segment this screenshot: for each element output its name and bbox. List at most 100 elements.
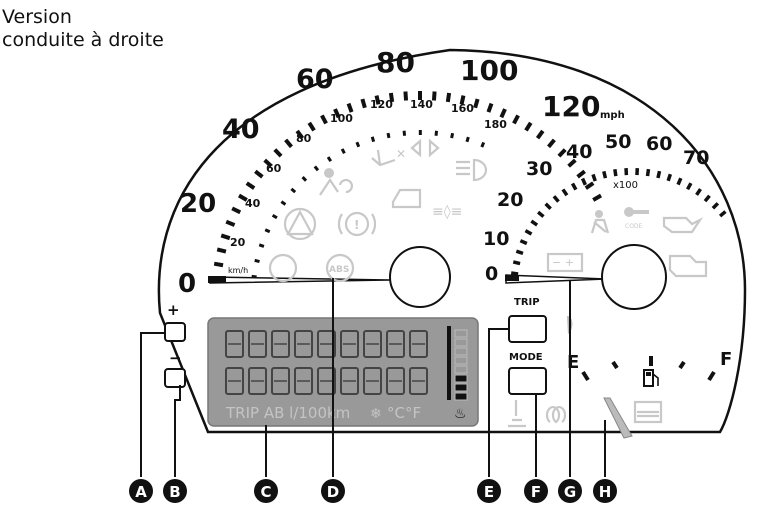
- svg-text:ABS: ABS: [329, 265, 349, 275]
- tacho-label-30: 30: [526, 158, 552, 180]
- tachometer-hub: [601, 244, 667, 310]
- tacho-tick: [515, 249, 524, 256]
- tacho-tick: [676, 177, 683, 186]
- tacho-tick: [686, 182, 693, 191]
- tacho-tick: [602, 170, 608, 179]
- lcd-digit-cell: [340, 367, 359, 395]
- svg-text:≡◊≡: ≡◊≡: [432, 204, 462, 220]
- lcd-digit-cell: [409, 367, 428, 395]
- mph-label-60: 60: [296, 64, 334, 95]
- tacho-tick: [711, 202, 720, 210]
- airbag-icon: [319, 168, 353, 196]
- minus-button[interactable]: [164, 368, 186, 388]
- lcd-digit-cell: [225, 367, 244, 395]
- tacho-label-70: 70: [683, 147, 709, 169]
- speed-tick: [547, 138, 556, 149]
- speed-tick: [263, 158, 273, 168]
- engine-fault-icon: [668, 254, 708, 278]
- fuel-empty-label: E: [567, 352, 579, 373]
- mph-label-120: 120: [542, 90, 600, 123]
- speed-tick: [245, 181, 256, 190]
- lcd-digit-cell: [271, 367, 290, 395]
- speed-tick: [333, 108, 341, 119]
- tacho-tick: [645, 168, 651, 177]
- plus-label: +: [167, 301, 180, 319]
- door-open-icon: [391, 188, 422, 209]
- kmh-tick: [340, 148, 346, 155]
- speedometer-ticks: [213, 91, 602, 268]
- lcd-status-text: TRIP AB l/100km: [225, 404, 350, 422]
- tacho-tick: [536, 210, 545, 218]
- lcd-bar-segment: [454, 374, 468, 383]
- lcd-digit-cell: [294, 330, 313, 358]
- speed-tick: [584, 181, 595, 190]
- speed-tick: [225, 219, 236, 227]
- speed-tick: [295, 129, 305, 140]
- mode-button[interactable]: [508, 367, 547, 395]
- lcd-digit-cell: [225, 330, 244, 358]
- lcd-bar-graph: [447, 326, 468, 401]
- kmh-label-160: 160: [451, 102, 474, 115]
- speed-tick: [231, 206, 242, 215]
- tacho-tick: [561, 188, 569, 197]
- lcd-digit-cell: [294, 367, 313, 395]
- speed-tick: [499, 108, 507, 119]
- kmh-label-140: 140: [410, 98, 433, 111]
- lcd-bar-segment: [454, 365, 468, 374]
- callout-d-label: D: [327, 483, 339, 501]
- tacho-tick: [718, 210, 727, 218]
- lcd-digit-cell: [386, 330, 405, 358]
- tacho-label-20: 20: [497, 189, 523, 211]
- kmh-tick: [264, 228, 271, 234]
- callout-a-label: A: [135, 483, 147, 501]
- kmh-tick: [313, 165, 320, 172]
- speed-tick: [388, 92, 395, 103]
- speed-tick: [592, 193, 602, 202]
- callout-e-marker: [477, 479, 501, 503]
- trip-button[interactable]: [508, 315, 547, 343]
- mph-label-80: 80: [376, 46, 415, 79]
- callout-c-marker: [254, 479, 278, 503]
- tacho-label-60: 60: [646, 133, 672, 155]
- mph-label-0: 0: [178, 269, 196, 299]
- kmh-tick: [355, 141, 361, 148]
- lcd-digit-cell: [317, 367, 336, 395]
- tacho-tick: [613, 168, 618, 177]
- fuel-reserve-icon: [633, 400, 663, 424]
- speed-tick: [431, 91, 437, 101]
- tacho-label-0: 0: [485, 263, 498, 285]
- key-code-icon: CODE: [624, 207, 649, 230]
- speed-tick: [346, 102, 354, 113]
- speed-tick: [459, 95, 466, 105]
- tacho-tick: [544, 202, 552, 210]
- lcd-bar-segment: [454, 338, 468, 347]
- speed-tick: [320, 114, 328, 125]
- tacho-tick: [552, 195, 560, 203]
- kmh-tick: [280, 200, 287, 206]
- kmh-ticks: [251, 129, 486, 279]
- lcd-digit-cell: [363, 367, 382, 395]
- speed-tick: [557, 148, 567, 158]
- speed-tick: [512, 114, 520, 125]
- plus-button[interactable]: [164, 322, 186, 342]
- speed-tick: [216, 247, 227, 254]
- kmh-label-20: 20: [230, 236, 246, 249]
- brake-warning-icon: !: [337, 211, 377, 237]
- speed-tick: [445, 92, 452, 103]
- mph-label-20: 20: [180, 189, 216, 219]
- callout-e-label: E: [484, 483, 494, 501]
- callout-f-marker: [524, 479, 548, 503]
- tacho-tick: [666, 173, 673, 182]
- kmh-label-80: 80: [296, 132, 312, 145]
- lcd-bar-segment: [454, 392, 468, 401]
- speed-tick: [213, 261, 224, 268]
- kmh-label-180: 180: [484, 118, 507, 131]
- svg-text:!: !: [354, 218, 359, 232]
- speed-tick: [273, 148, 283, 158]
- kmh-tick: [370, 136, 376, 143]
- oil-pressure-icon: [662, 216, 704, 234]
- lcd-digit-cell: [409, 330, 428, 358]
- fuel-full-label: F: [720, 349, 732, 370]
- fuel-tick: [707, 370, 716, 382]
- battery-icon: − +: [546, 252, 584, 273]
